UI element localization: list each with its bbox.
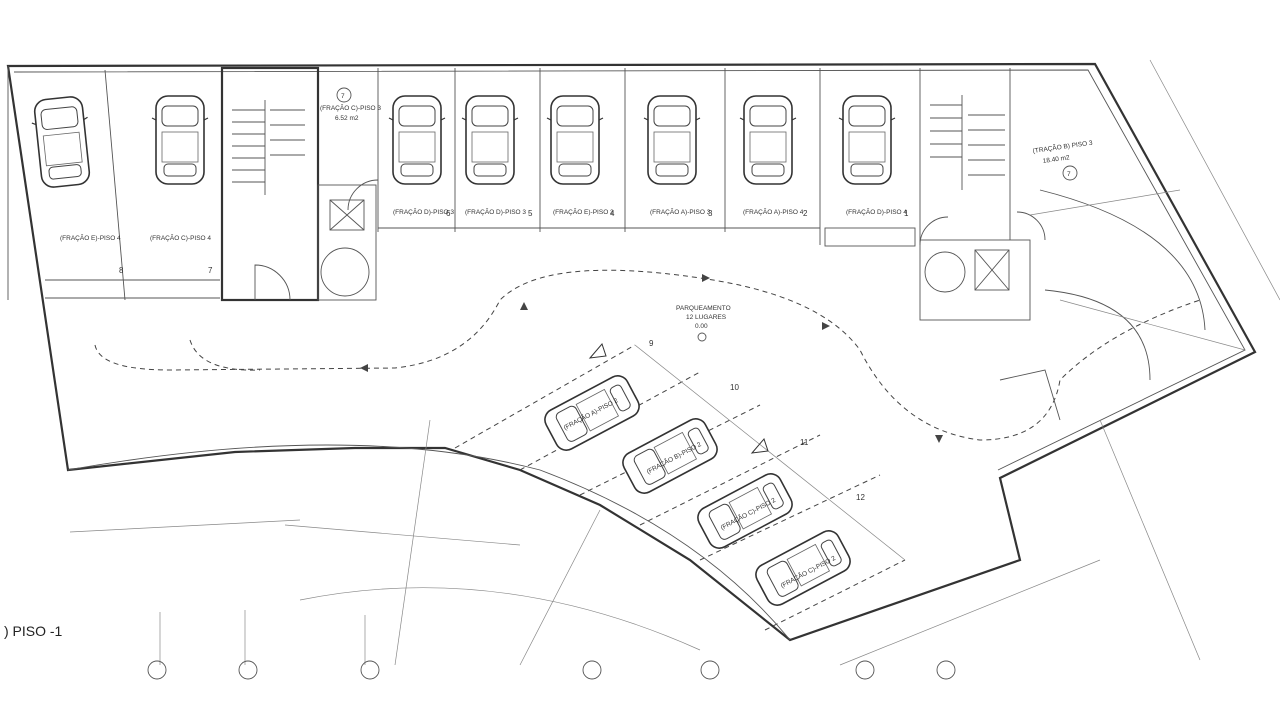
storage-label: (FRAÇÃO C)-PISO 3 — [320, 103, 381, 112]
parking-subtitle: 12 LUGARES — [686, 314, 727, 321]
space-number: 6 — [446, 209, 451, 218]
axis-markers — [147, 660, 956, 680]
space-number: 12 — [856, 493, 865, 502]
storage-left: 7 (FRAÇÃO C)-PISO 3 6.52 m2 — [320, 87, 381, 122]
space-label: (FRAÇÃO D)-PISO 3 — [465, 207, 526, 216]
space-number: 3 — [708, 209, 713, 218]
stairs-left — [232, 100, 365, 231]
space-number: 9 — [649, 339, 654, 348]
space-number: 11 — [800, 438, 809, 447]
angled-bays — [454, 344, 906, 631]
space-number: 2 — [803, 209, 808, 218]
ramp — [999, 189, 1246, 421]
storage-label: (TRAÇÃO B) PISO 3 — [1032, 138, 1093, 155]
direction-arrows — [360, 274, 943, 454]
parking-title-text: PARQUEAMENTO — [676, 305, 731, 312]
space-label: (FRAÇÃO E)-PISO 4 — [60, 233, 121, 242]
parking-title: PARQUEAMENTO 12 LUGARES 0.00 — [676, 305, 731, 342]
space-label: (FRAÇÃO E)-PISO 3 — [553, 207, 614, 216]
space-number: 4 — [610, 209, 615, 218]
space-number: 8 — [119, 266, 124, 275]
parking-level: 0.00 — [695, 323, 708, 330]
space-number: 5 — [528, 209, 533, 218]
storage-area: 18.40 m2 — [1042, 154, 1070, 165]
space-label: (FRAÇÃO A)-PISO 4 — [743, 207, 804, 216]
inner-wall — [13, 69, 1246, 471]
door-swings — [254, 179, 1046, 301]
top-cars — [28, 94, 896, 190]
space-label: (FRAÇÃO A)-PISO 3 — [650, 207, 711, 216]
space-label: (FRAÇÃO D)-PISO 4 — [846, 207, 907, 216]
outer-wall — [6, 62, 1257, 642]
space-number: 1 — [904, 209, 909, 218]
space-label: (FRAÇÃO D)-PISO 3 — [393, 207, 454, 216]
exterior-lines — [67, 59, 1280, 666]
circulation-path — [94, 269, 1201, 441]
top-row-partitions — [7, 66, 1031, 321]
space-number: 10 — [730, 383, 739, 392]
drawing-caption: ) PISO -1 — [4, 623, 63, 639]
space-label: (FRAÇÃO C)-PISO 4 — [150, 233, 211, 242]
storage-right: (TRAÇÃO B) PISO 3 18.40 m2 7 — [1032, 138, 1093, 181]
space-number: 7 — [208, 266, 213, 275]
storage-circle-number: 7 — [1067, 171, 1071, 178]
storage-area: 6.52 m2 — [335, 115, 359, 122]
top-space-labels: (FRAÇÃO E)-PISO 4 8 (FRAÇÃO C)-PISO 4 7 … — [60, 207, 909, 275]
stairs-right — [930, 95, 1010, 291]
storage-circle-number: 7 — [341, 93, 345, 100]
